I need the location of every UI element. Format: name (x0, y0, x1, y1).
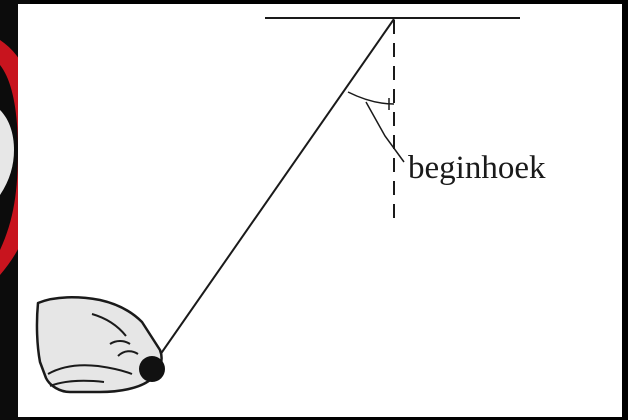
top-dark-bar (76, 0, 596, 4)
angle-arc (347, 91, 395, 105)
pendulum-bob (139, 356, 165, 382)
angle-label: beginhoek (408, 150, 546, 186)
hand-icon (35, 296, 163, 394)
label-pointer (365, 101, 405, 163)
pendulum-string (152, 18, 395, 366)
